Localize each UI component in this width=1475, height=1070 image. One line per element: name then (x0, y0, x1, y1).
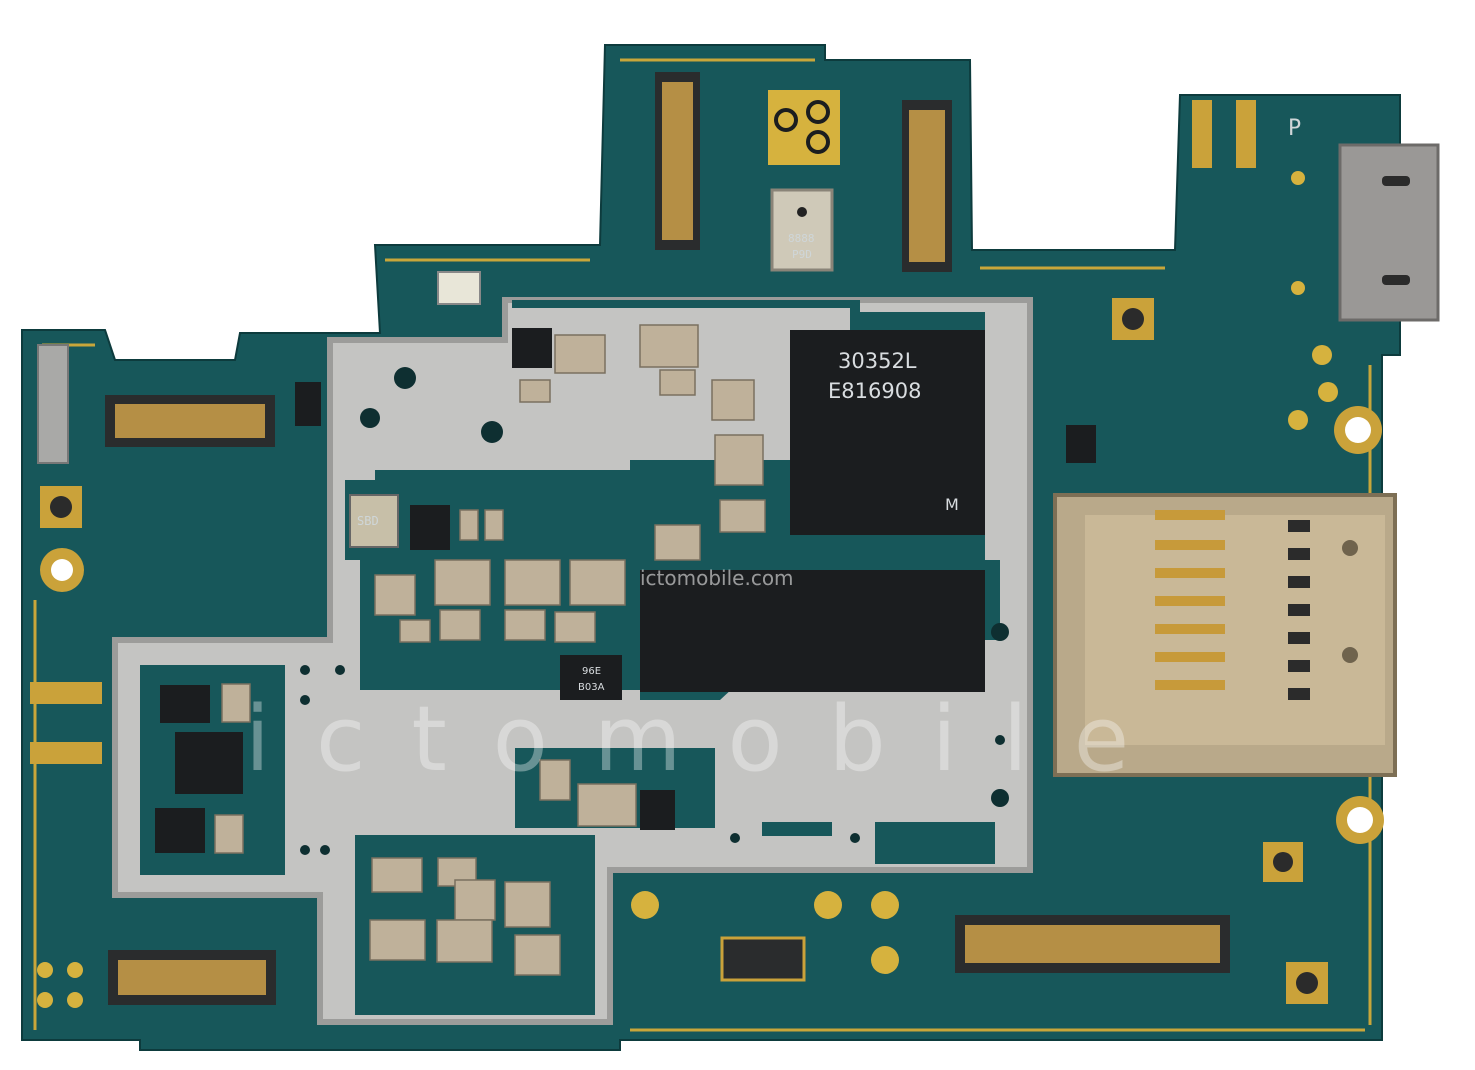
watermark-wordmark: ictomobile (245, 687, 1175, 792)
passive-components (214, 324, 766, 976)
usb-slot (1382, 176, 1410, 186)
button-contact (30, 682, 102, 704)
sim-pads (1288, 520, 1310, 700)
test-pads (37, 171, 1338, 1008)
sim-rivet (1342, 540, 1358, 556)
mic-label-2: P9D (792, 248, 812, 261)
button-contact (37, 344, 69, 464)
microphone (770, 188, 834, 272)
gold-speaker-pads (768, 90, 840, 165)
soc-logo-mark: M (945, 495, 959, 514)
soc-chip (790, 330, 985, 535)
memory-chip (640, 570, 985, 692)
soc-label-line2: E816908 (828, 379, 921, 403)
silkscreen-p: P (1288, 116, 1301, 141)
button-contact (1236, 100, 1256, 168)
sim-rivet (1342, 647, 1358, 663)
button-contact (30, 742, 102, 764)
mic-label-1: 8888 (788, 232, 815, 245)
battery-connector (720, 936, 806, 982)
shield-holes (300, 367, 1009, 855)
crystal-label: SBD (357, 514, 379, 528)
mounting-holes (40, 406, 1384, 844)
sim-contacts (1155, 510, 1225, 690)
antenna-connectors (40, 298, 1328, 1004)
usb-slot (1382, 275, 1410, 285)
dark-components (155, 328, 1096, 853)
ic-label-2: B03A (578, 682, 605, 693)
led-flash (437, 271, 481, 305)
ic-label-1: 96E (582, 666, 601, 677)
watermark-url: ictomobile.com (640, 566, 794, 590)
soc-label-line1: 30352L (838, 349, 917, 373)
mic-port (797, 207, 807, 217)
crystal-oscillator (349, 494, 399, 548)
sim-card-well (1085, 515, 1385, 745)
board-connectors (105, 72, 1230, 1005)
usb-port (1338, 143, 1440, 322)
small-ic (560, 655, 622, 700)
button-contact (1192, 100, 1212, 168)
